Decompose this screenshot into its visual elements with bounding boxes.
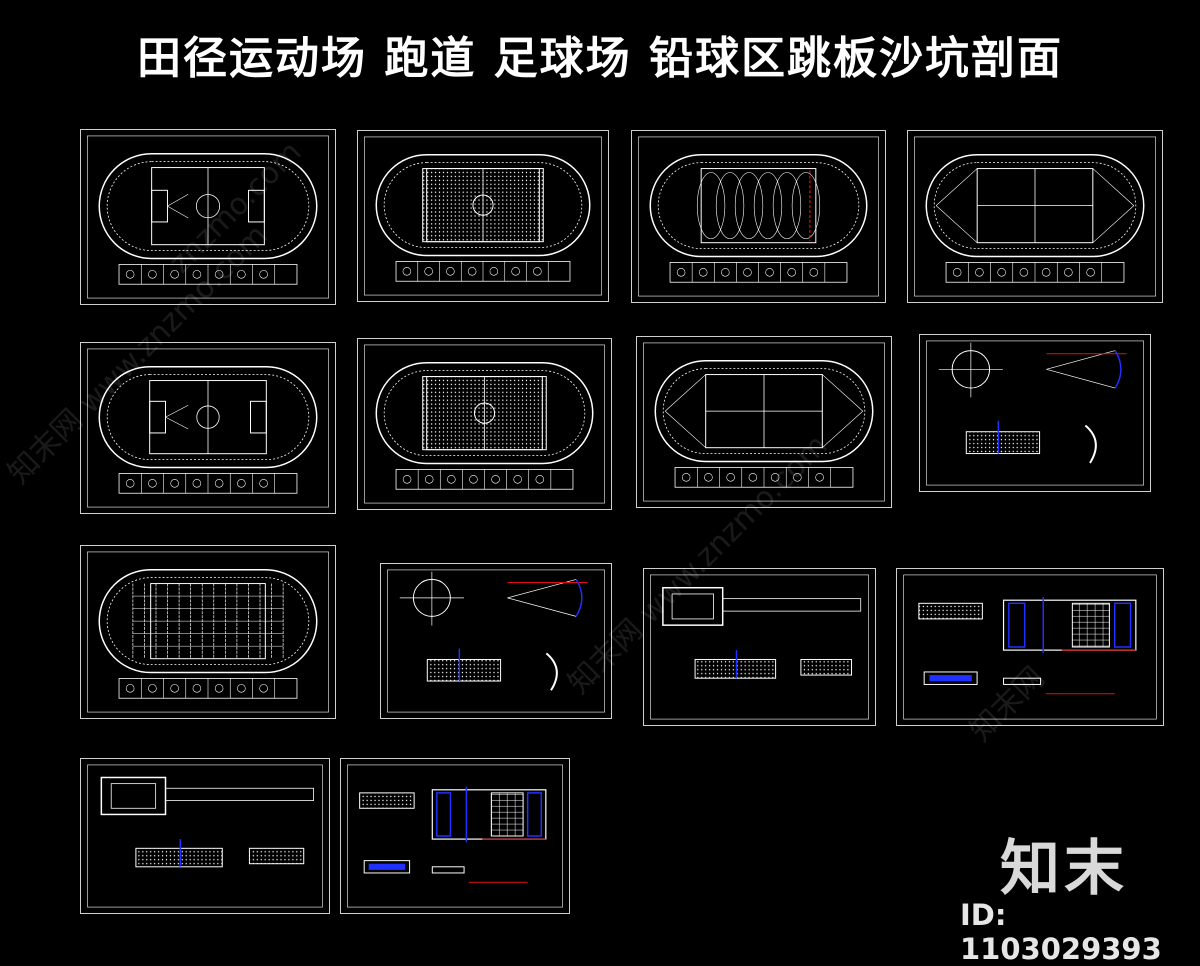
jump-board-plan-1-drawing	[650, 574, 869, 720]
shot-put-detail-2	[380, 563, 612, 719]
track-field-plan-1	[80, 129, 336, 305]
jump-board-plan-1	[643, 568, 876, 726]
track-lane-layout-drawing	[638, 136, 879, 297]
track-outline-plan-1-drawing	[914, 136, 1156, 297]
sand-pit-section-2-drawing	[347, 764, 563, 908]
track-grid-plan	[80, 545, 336, 719]
football-field-plan-1-drawing	[364, 136, 602, 296]
track-outline-plan-1	[907, 130, 1163, 303]
track-outline-plan-2	[636, 336, 892, 508]
shot-put-detail-1	[919, 334, 1151, 492]
football-field-plan-2-drawing	[364, 344, 605, 504]
football-field-plan-2	[357, 338, 612, 510]
sand-pit-section-1-drawing	[903, 574, 1157, 720]
jump-board-plan-2-drawing	[87, 764, 323, 908]
track-outline-plan-2-drawing	[643, 342, 885, 502]
football-field-plan-1	[357, 130, 609, 302]
jump-board-plan-2	[80, 758, 330, 914]
track-field-plan-1-drawing	[87, 135, 329, 299]
sand-pit-section-1	[896, 568, 1164, 726]
brand-logo: 知末	[1000, 834, 1128, 904]
shot-put-detail-1-drawing	[926, 340, 1144, 486]
track-field-plan-2-drawing	[87, 348, 329, 508]
track-field-plan-2	[80, 342, 336, 514]
track-lane-layout	[631, 130, 886, 303]
page-title: 田径运动场 跑道 足球场 铅球区跳板沙坑剖面	[137, 33, 1063, 84]
sand-pit-section-2	[340, 758, 570, 914]
image-id: ID: 1103029393	[960, 898, 1162, 966]
track-grid-plan-drawing	[87, 551, 329, 713]
shot-put-detail-2-drawing	[387, 569, 605, 713]
